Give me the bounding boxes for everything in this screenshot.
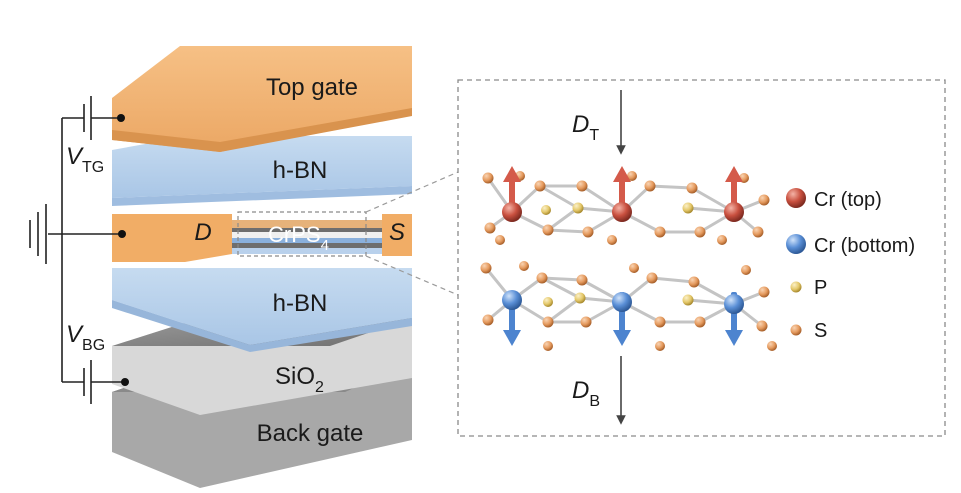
legend-cr-top-swatch: [786, 188, 806, 208]
legend-s-swatch: [790, 324, 802, 336]
legend-cr-bottom-label: Cr (bottom): [814, 235, 915, 257]
vtg-label: VTG: [66, 143, 104, 176]
vbg-label: VBG: [66, 321, 105, 354]
top-layer-s-atoms: [482, 171, 770, 245]
crps4-channel: [232, 211, 382, 257]
bottom-layer-s-atoms: [480, 261, 777, 351]
hbn-bottom-label: h-BN: [273, 290, 328, 317]
back-gate-contact: [121, 378, 129, 386]
top-gate-contact: [117, 114, 125, 122]
dt-label: DT: [572, 111, 599, 144]
source-label: S: [389, 219, 405, 246]
top-gate-label: Top gate: [266, 74, 358, 101]
top-gate-layer: [112, 46, 412, 152]
drain-label: D: [194, 219, 211, 246]
hbn-top-label: h-BN: [273, 157, 328, 184]
drain-contact: [118, 230, 126, 238]
circuit-wiring: [29, 96, 124, 404]
drain-electrode: [112, 214, 232, 262]
hbn-bottom-layer: [112, 268, 412, 352]
legend-p-label: P: [814, 277, 827, 299]
top-layer-p-atoms: [541, 202, 694, 215]
bottom-layer-p-atoms: [543, 292, 694, 307]
crps4-label: CrPS4: [268, 222, 329, 254]
legend-s-label: S: [814, 320, 827, 342]
bottom-layer-cr-atoms: [502, 290, 744, 346]
sio2-label: SiO2: [275, 363, 324, 396]
legend: Cr (top) Cr (bottom) P S: [786, 188, 915, 342]
source-electrode: [382, 214, 412, 256]
db-label: DB: [572, 377, 600, 410]
back-gate-label: Back gate: [257, 420, 364, 447]
zoom-connectors: [365, 171, 459, 296]
legend-cr-top-label: Cr (top): [814, 189, 882, 211]
legend-cr-bottom-swatch: [786, 234, 806, 254]
top-layer-cr-atoms: [502, 166, 744, 222]
legend-p-swatch: [790, 281, 802, 293]
hbn-top-layer: [112, 136, 412, 206]
atomic-structure-inset: [457, 79, 946, 437]
